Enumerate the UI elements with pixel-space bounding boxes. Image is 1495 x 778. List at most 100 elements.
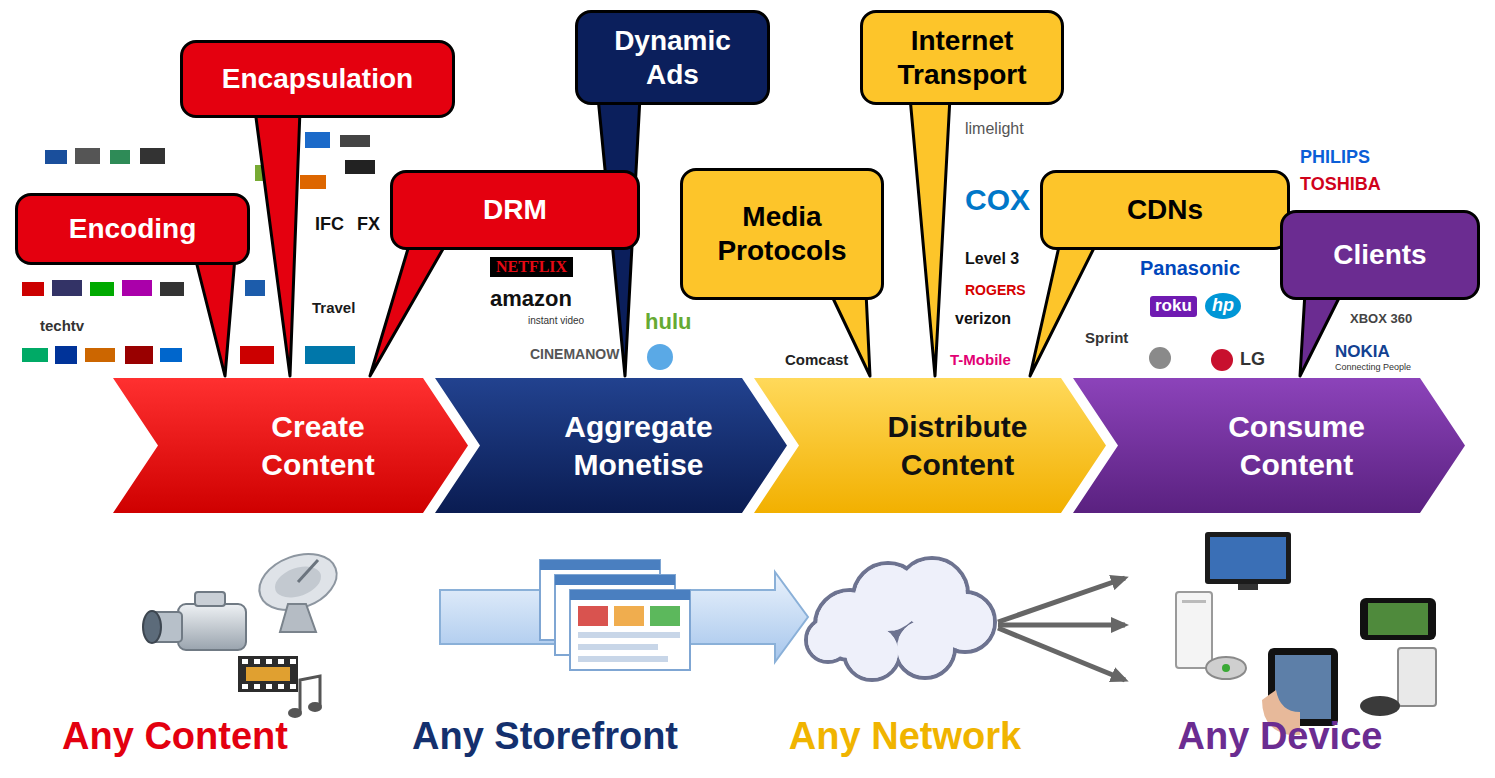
logo-text: Sprint (1085, 330, 1128, 347)
category-label: Any Storefront (412, 716, 678, 758)
callout-tail (1030, 242, 1097, 376)
storefront-windows (578, 656, 668, 662)
logo-marks (305, 132, 330, 148)
stage-chevron: Create Content (113, 378, 468, 513)
logo-text: FX (357, 215, 380, 235)
chevron-shape (1073, 378, 1465, 513)
callout-tail (370, 242, 447, 376)
stage-label: Create Content (228, 408, 408, 483)
text-wrap: Consume Content (1073, 378, 1465, 513)
chevron-shape (113, 378, 468, 513)
logo-text: IFC (315, 215, 344, 235)
logo-marks (55, 346, 77, 364)
storefront-windows (578, 606, 608, 626)
callout-bubble: Encapsulation (180, 40, 455, 118)
logo-marks (245, 280, 265, 296)
logo-text: LG (1240, 350, 1265, 370)
logo-text: TOSHIBA (1300, 175, 1381, 195)
device-icons (1182, 600, 1206, 603)
fan-out-arrows (998, 578, 1125, 680)
callout-text: CDNs (1127, 193, 1203, 227)
logo-marks (160, 348, 182, 362)
logo-marks (45, 150, 67, 164)
callout-bubble: Clients (1280, 210, 1480, 300)
logo-marks (90, 282, 114, 296)
callout-text: Media Protocols (702, 200, 862, 267)
logo-marks (305, 346, 355, 364)
storefront-windows (614, 606, 644, 626)
logo-text: ROGERS (965, 283, 1026, 298)
film-and-music (254, 684, 260, 689)
network-cloud (897, 620, 953, 676)
network-cloud (806, 558, 995, 680)
stage-chevron: Aggregate Monetise (435, 378, 787, 513)
logo-marks (160, 282, 184, 296)
film-and-music (238, 656, 298, 692)
callout-text: Dynamic Ads (598, 24, 748, 91)
storefront-windows (540, 560, 690, 670)
logo-text: Connecting People (1335, 363, 1411, 373)
storefront-windows (570, 590, 690, 600)
text-wrap: Aggregate Monetise (435, 378, 787, 513)
storefront-arrow (440, 572, 808, 662)
logo-text: Panasonic (1140, 257, 1240, 279)
storefront-windows (578, 644, 658, 650)
callout-tail (195, 257, 235, 376)
logo-marks (22, 348, 48, 362)
category-label: Any Network (789, 716, 1021, 758)
device-icons (1205, 532, 1291, 584)
text-wrap: DRM (483, 193, 547, 227)
stage-label: Consume Content (1207, 408, 1387, 483)
text-wrap: Distribute Content (754, 378, 1106, 513)
callout-text: Internet Transport (882, 24, 1042, 91)
logo-text: PHILIPS (1300, 148, 1370, 168)
text-wrap: CDNs (1127, 193, 1203, 227)
logo-marks (110, 150, 130, 164)
logo-text: instant video (528, 315, 584, 326)
callout-bubble: CDNs (1040, 170, 1290, 250)
film-and-music (266, 684, 272, 689)
logo-text: limelight (965, 120, 1024, 138)
film-and-music (238, 656, 322, 718)
logo-text: verizon (955, 310, 1011, 328)
logo-marks (647, 344, 673, 370)
device-icons (1360, 696, 1400, 716)
stage-chevron: Distribute Content (754, 378, 1106, 513)
chevron-shape (435, 378, 787, 513)
callout-text: Encoding (69, 212, 197, 246)
logo-text: Level 3 (965, 250, 1019, 268)
logo-marks (1211, 349, 1233, 371)
text-wrap: Internet Transport (882, 24, 1042, 91)
logo-text: T-Mobile (950, 352, 1011, 369)
logo-text: CINEMANOW (530, 347, 619, 362)
camera-icon (143, 611, 161, 643)
film-and-music (242, 684, 248, 689)
storefront-windows (570, 590, 690, 670)
callout-bubble: Media Protocols (680, 168, 884, 300)
callout-tail (910, 97, 950, 376)
film-and-music (266, 659, 272, 664)
stage-label: Aggregate Monetise (549, 408, 729, 483)
camera-icon (195, 592, 225, 606)
callout-bubble: Encoding (15, 193, 250, 265)
satellite-dish (298, 560, 318, 582)
logo-marks (300, 175, 326, 189)
logo-text: COX (965, 183, 1030, 216)
device-icons (1238, 584, 1258, 590)
logo-marks (122, 280, 152, 296)
film-and-music (290, 684, 296, 689)
device-icons (1206, 657, 1246, 679)
storefront-windows (578, 632, 680, 638)
network-cloud (808, 620, 848, 660)
logo-marks (75, 148, 100, 164)
logo-text: hulu (645, 310, 691, 334)
logo-marks (85, 348, 115, 362)
chevron-shape (754, 378, 1106, 513)
network-cloud (846, 626, 898, 678)
storefront-windows (555, 575, 675, 585)
fan-out-arrows (998, 578, 1125, 622)
logo-text: hp (1205, 293, 1241, 319)
category-label: Any Device (1178, 716, 1383, 758)
satellite-dish (280, 604, 316, 632)
